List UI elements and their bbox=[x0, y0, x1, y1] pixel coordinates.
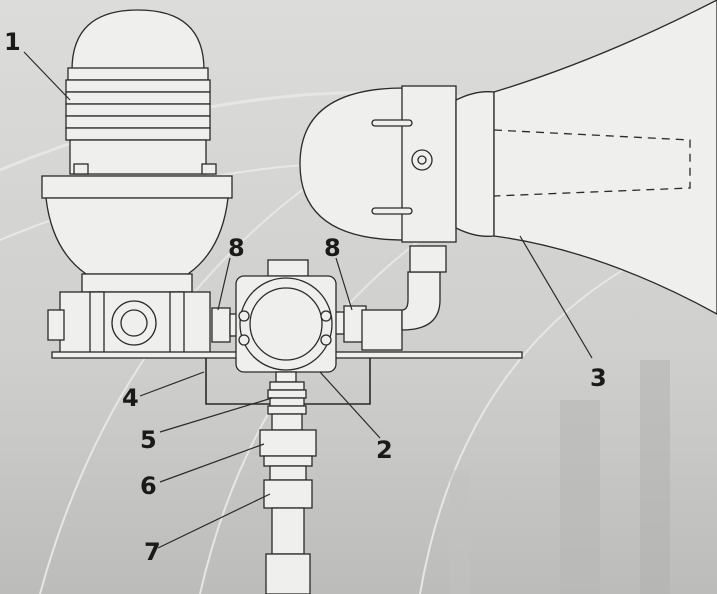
hex-nut bbox=[259, 429, 317, 467]
conduit-fitting bbox=[267, 381, 307, 431]
callout-2: 2 bbox=[376, 436, 393, 464]
leader-lines bbox=[23, 51, 593, 549]
beacon-junction-box bbox=[47, 273, 211, 355]
callout-4: 4 bbox=[122, 384, 139, 412]
callout-5: 5 bbox=[140, 426, 157, 454]
pole-coupling bbox=[263, 465, 313, 594]
beacon-light bbox=[41, 9, 233, 275]
callout-3: 3 bbox=[590, 364, 607, 392]
horn-speaker bbox=[299, 0, 717, 315]
callout-8-left: 8 bbox=[228, 234, 245, 262]
callout-1: 1 bbox=[4, 28, 21, 56]
callout-6: 6 bbox=[140, 472, 157, 500]
central-junction-box bbox=[235, 259, 337, 383]
callout-7: 7 bbox=[144, 538, 161, 566]
pipe-elbow bbox=[361, 245, 447, 351]
callout-8-right: 8 bbox=[324, 234, 341, 262]
